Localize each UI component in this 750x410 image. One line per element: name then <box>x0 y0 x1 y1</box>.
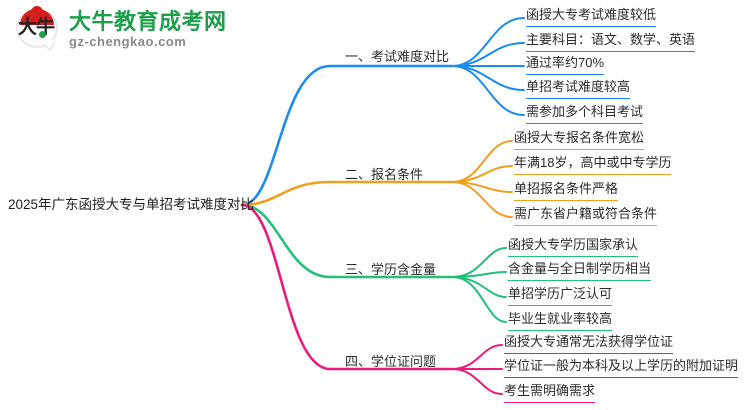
logo-mark-text: 大牛 <box>17 16 55 38</box>
logo-text-block: 大牛教育成考网 gz-chengkao.com <box>69 9 227 49</box>
leaf-node[interactable]: 毕业生就业率较高 <box>508 310 613 331</box>
leaf-node[interactable]: 考生需明确需求 <box>504 382 596 403</box>
leaf-node[interactable]: 单招报名条件严格 <box>514 180 619 201</box>
branch-label-3[interactable]: 三、学历含金量 <box>345 262 437 277</box>
leaf-node[interactable]: 含金量与全日制学历相当 <box>508 260 652 281</box>
leaf-node[interactable]: 单招学历广泛认可 <box>508 285 613 306</box>
leaf-node[interactable]: 年满18岁，高中或中专学历 <box>514 154 672 175</box>
leaf-node[interactable]: 函授大专报名条件宽松 <box>514 129 645 150</box>
leaf-node[interactable]: 函授大专学历国家承认 <box>508 236 639 257</box>
branch-label-1[interactable]: 一、考试难度对比 <box>345 49 450 64</box>
leaf-node[interactable]: 需参加多个科目考试 <box>526 103 644 124</box>
red-cap-shape <box>20 6 54 25</box>
leaf-node[interactable]: 单招考试难度较高 <box>526 78 631 99</box>
logo-title: 大牛教育成考网 <box>69 9 227 34</box>
logo-mark-icon: 大牛 <box>14 6 62 52</box>
green-dot-icon <box>39 31 46 38</box>
leaf-node[interactable]: 主要科目：语文、数学、英语 <box>526 31 696 52</box>
leaf-node[interactable]: 函授大专考试难度较低 <box>526 6 657 27</box>
site-logo[interactable]: 大牛 大牛教育成考网 gz-chengkao.com <box>14 6 227 52</box>
branch-label-4[interactable]: 四、学位证问题 <box>345 354 437 369</box>
logo-domain: gz-chengkao.com <box>69 34 187 49</box>
leaf-node[interactable]: 函授大专通常无法获得学位证 <box>504 333 674 354</box>
mindmap-root-node[interactable]: 2025年广东函授大专与单招考试难度对比 <box>8 197 255 212</box>
branch-label-2[interactable]: 二、报名条件 <box>345 167 424 182</box>
leaf-node[interactable]: 学位证一般为本科及以上学历的附加证明 <box>504 357 739 378</box>
leaf-node[interactable]: 通过率约70% <box>526 54 605 75</box>
leaf-node[interactable]: 需广东省户籍或符合条件 <box>514 205 658 226</box>
